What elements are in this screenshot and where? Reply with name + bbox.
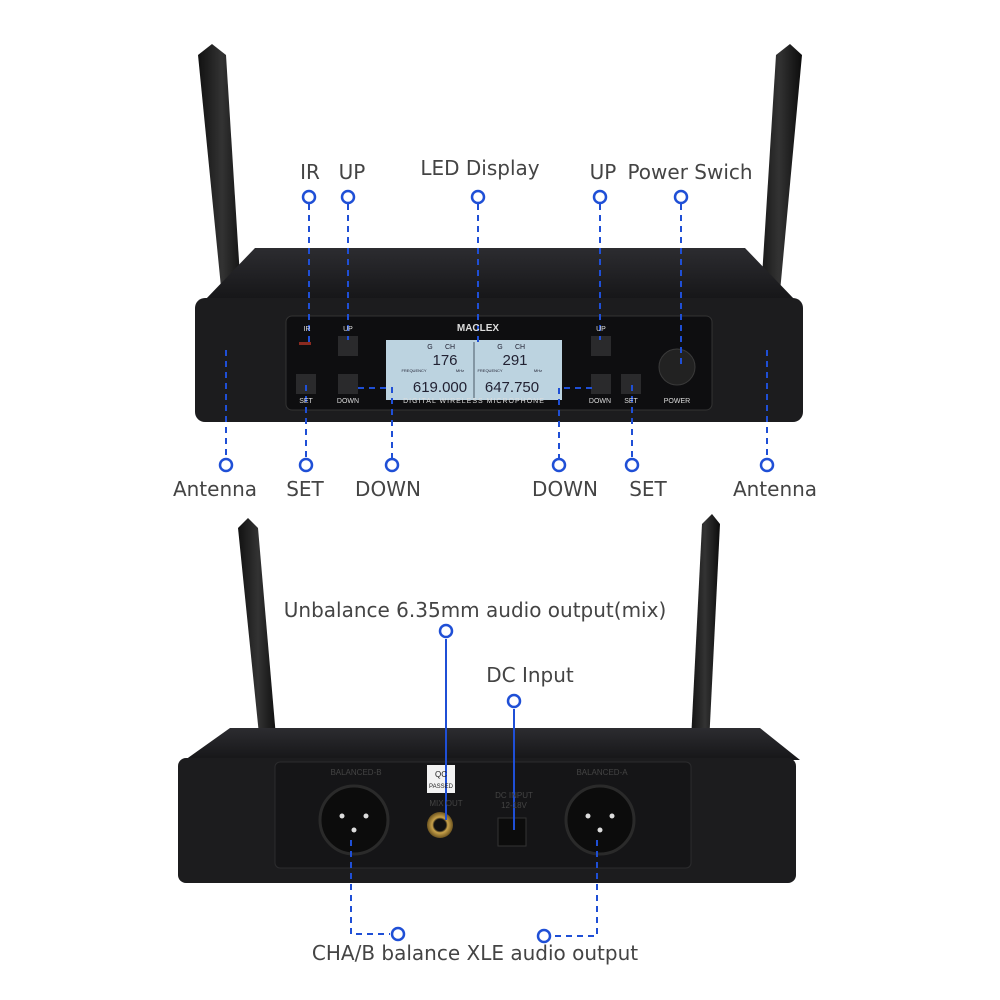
brand-logo: MACLEX — [457, 323, 500, 334]
callout-down: DOWN — [355, 477, 421, 501]
callout-up: UP — [338, 160, 366, 184]
callout-dc-input: DC Input — [486, 663, 574, 687]
lcd-text: G CH G CH 176 291 FREQUENCY FREQUENCY MH… — [401, 344, 542, 396]
callout-set: SET — [286, 477, 324, 501]
svg-text:MHz: MHz — [534, 368, 542, 373]
dc-input-label: DC INPUT — [495, 791, 533, 800]
xlr-a — [564, 784, 636, 856]
svg-text:176: 176 — [432, 352, 457, 369]
svg-text:CH: CH — [515, 344, 525, 351]
svg-text:291: 291 — [502, 352, 527, 369]
rear-antenna-right — [690, 514, 720, 764]
passed-label: PASSED — [429, 784, 454, 790]
svg-text:G: G — [427, 344, 432, 351]
svg-text:FREQUENCY: FREQUENCY — [477, 368, 502, 373]
svg-text:647.750: 647.750 — [485, 379, 539, 396]
up-label-right: UP — [596, 326, 606, 333]
callout-antenna-right: Antenna — [732, 477, 818, 501]
callout-power-switch: Power Swich — [627, 160, 753, 184]
dc-jack — [497, 817, 527, 847]
balanced-b-label: BALANCED-B — [330, 768, 381, 777]
tagline: DIGITAL WIRELESS MICROPHONE — [403, 398, 545, 405]
svg-text:FREQUENCY: FREQUENCY — [401, 368, 426, 373]
rear-antenna-left — [238, 518, 278, 764]
down-label-right: DOWN — [589, 398, 611, 405]
power-label: POWER — [664, 398, 690, 405]
set-label-right: SET — [624, 398, 638, 405]
qc-label: QC — [435, 770, 447, 779]
power-button — [658, 348, 696, 386]
rear-unit — [178, 514, 800, 883]
mix-out-label: MIX OUT — [429, 799, 462, 808]
balanced-a-label: BALANCED-A — [576, 768, 628, 777]
callout-antenna-left: Antenna — [172, 477, 258, 501]
callout-set-right: SET — [629, 477, 667, 501]
callout-down-right: DOWN — [532, 477, 598, 501]
callout-unbalance-output: Unbalance 6.35mm audio output(mix) — [283, 598, 667, 622]
set-label: SET — [299, 398, 313, 405]
callout-xlr-output: CHA/B balance XLE audio output — [311, 941, 639, 965]
callout-up-right: UP — [589, 160, 617, 184]
front-unit — [195, 44, 803, 422]
callout-led-display: LED Display — [420, 156, 540, 180]
svg-text:CH: CH — [445, 344, 455, 351]
ir-label: IR — [304, 326, 311, 333]
down-label: DOWN — [337, 398, 359, 405]
up-label: UP — [343, 326, 353, 333]
annotation-lines — [218, 189, 775, 944]
svg-text:MHz: MHz — [456, 368, 464, 373]
mix-out-jack — [427, 812, 453, 838]
svg-text:619.000: 619.000 — [413, 379, 467, 396]
callout-ir: IR — [300, 160, 320, 184]
xlr-b — [318, 784, 390, 856]
svg-text:G: G — [497, 344, 502, 351]
voltage-label: 12-18V — [501, 801, 527, 810]
